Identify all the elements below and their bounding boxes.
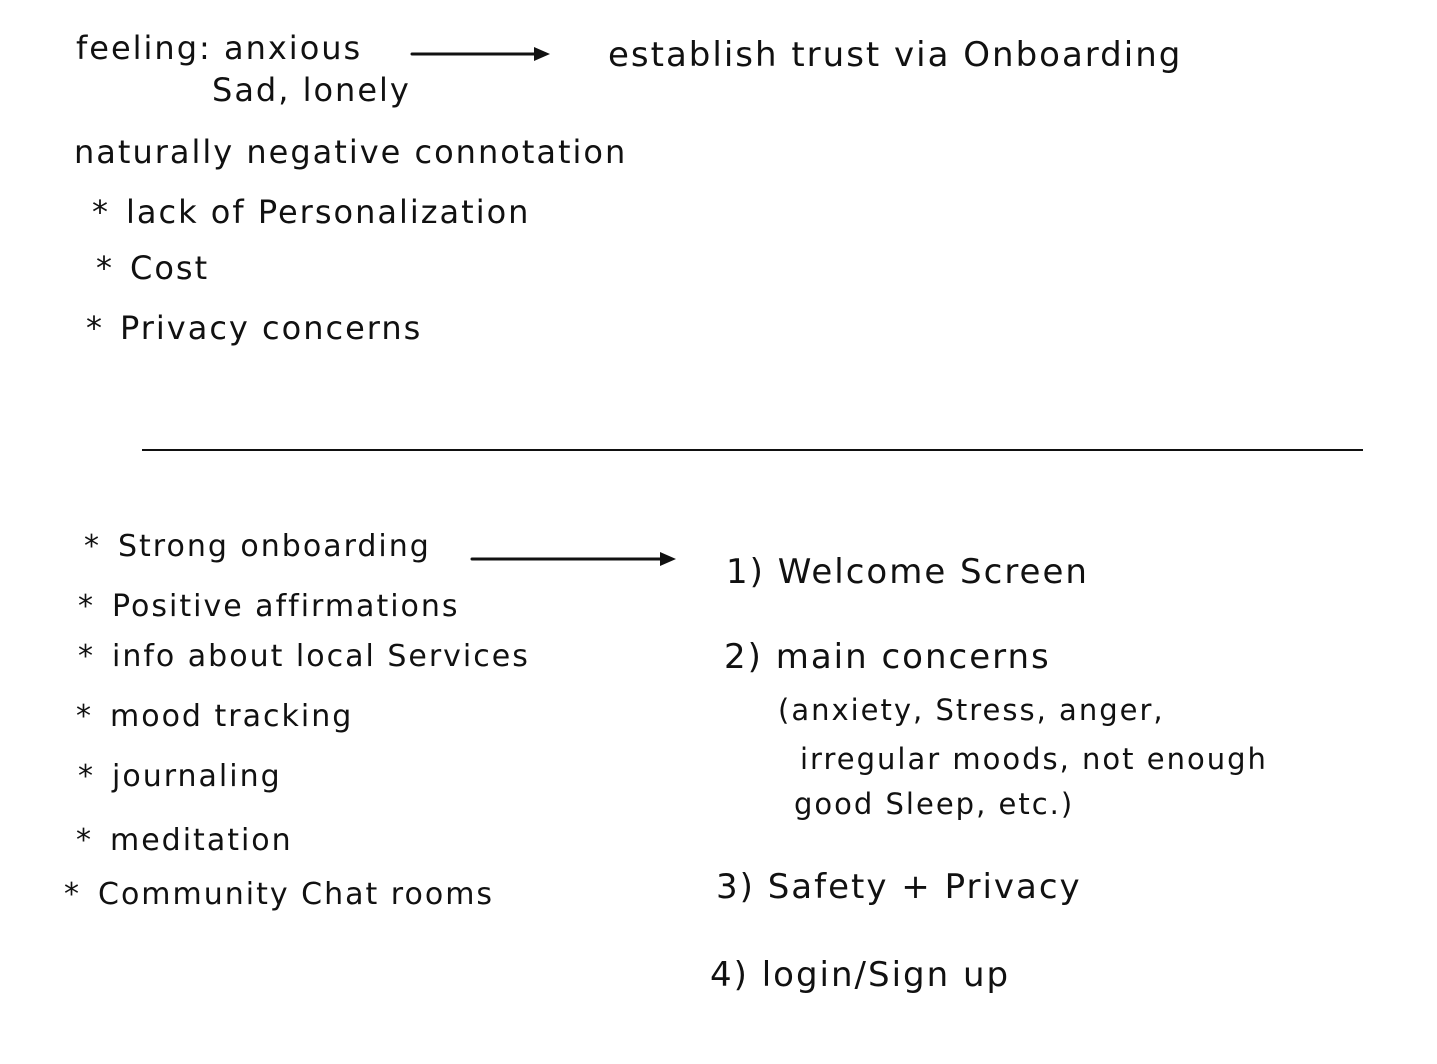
bullet-asterisk: * bbox=[64, 877, 81, 912]
feature-label: mood tracking bbox=[110, 699, 354, 734]
step-number: 3) bbox=[716, 867, 755, 907]
bullet-asterisk: * bbox=[92, 193, 110, 231]
onboarding-goal-text: establish trust via Onboarding bbox=[608, 35, 1183, 75]
onboarding-step: 2) main concerns bbox=[724, 640, 1051, 674]
concerns-detail-line: good Sleep, etc.) bbox=[794, 787, 1075, 821]
concerns-detail-line: (anxiety, Stress, anger, bbox=[778, 693, 1165, 727]
bullet-asterisk: * bbox=[76, 699, 93, 734]
issue-list-item: * Cost bbox=[96, 252, 209, 284]
feeling-text: feeling: anxious bbox=[76, 29, 363, 67]
issue-label: Privacy concerns bbox=[120, 309, 423, 347]
feature-list-item: * Community Chat rooms bbox=[64, 880, 494, 910]
feature-list-item: * info about local Services bbox=[78, 642, 530, 672]
bullet-asterisk: * bbox=[78, 759, 95, 794]
onboarding-step: 3) Safety + Privacy bbox=[716, 870, 1082, 904]
feature-list-item: * Strong onboarding bbox=[84, 532, 431, 562]
bullet-asterisk: * bbox=[78, 639, 95, 674]
bullet-asterisk: * bbox=[84, 529, 101, 564]
bullet-asterisk: * bbox=[86, 309, 104, 347]
feature-label: Community Chat rooms bbox=[98, 877, 495, 912]
step-number: 2) bbox=[724, 637, 763, 677]
feature-list-item: * journaling bbox=[78, 762, 282, 792]
right-arrow-icon bbox=[470, 552, 676, 566]
issue-list-item: * lack of Personalization bbox=[92, 196, 530, 228]
feature-label: Strong onboarding bbox=[118, 529, 431, 564]
bullet-asterisk: * bbox=[76, 823, 93, 858]
feeling-text-second-line: Sad, lonely bbox=[212, 71, 411, 109]
step-label: Welcome Screen bbox=[777, 552, 1089, 592]
step-label: main concerns bbox=[775, 637, 1051, 677]
step-label: login/Sign up bbox=[761, 955, 1011, 995]
feature-label: info about local Services bbox=[112, 639, 530, 674]
feature-list-item: * meditation bbox=[76, 826, 293, 856]
feature-label: meditation bbox=[110, 823, 293, 858]
issue-label: lack of Personalization bbox=[126, 193, 531, 231]
bullet-asterisk: * bbox=[96, 249, 114, 287]
step-number: 4) bbox=[710, 955, 749, 995]
onboarding-step: 4) login/Sign up bbox=[710, 958, 1010, 992]
feature-label: Positive affirmations bbox=[112, 589, 460, 624]
feature-label: journaling bbox=[112, 759, 282, 794]
step-number: 1) bbox=[726, 552, 765, 592]
feature-list-item: * Positive affirmations bbox=[78, 592, 460, 622]
concerns-detail-line: irregular moods, not enough bbox=[800, 742, 1268, 776]
step-label: Safety + Privacy bbox=[767, 867, 1082, 907]
bullet-asterisk: * bbox=[78, 589, 95, 624]
issue-label: Cost bbox=[130, 249, 210, 287]
right-arrow-icon bbox=[410, 47, 550, 61]
issue-list-item: * Privacy concerns bbox=[86, 312, 422, 344]
section-divider bbox=[142, 449, 1363, 451]
connotation-heading: naturally negative connotation bbox=[74, 133, 628, 171]
onboarding-step: 1) Welcome Screen bbox=[726, 555, 1089, 589]
feature-list-item: * mood tracking bbox=[76, 702, 353, 732]
